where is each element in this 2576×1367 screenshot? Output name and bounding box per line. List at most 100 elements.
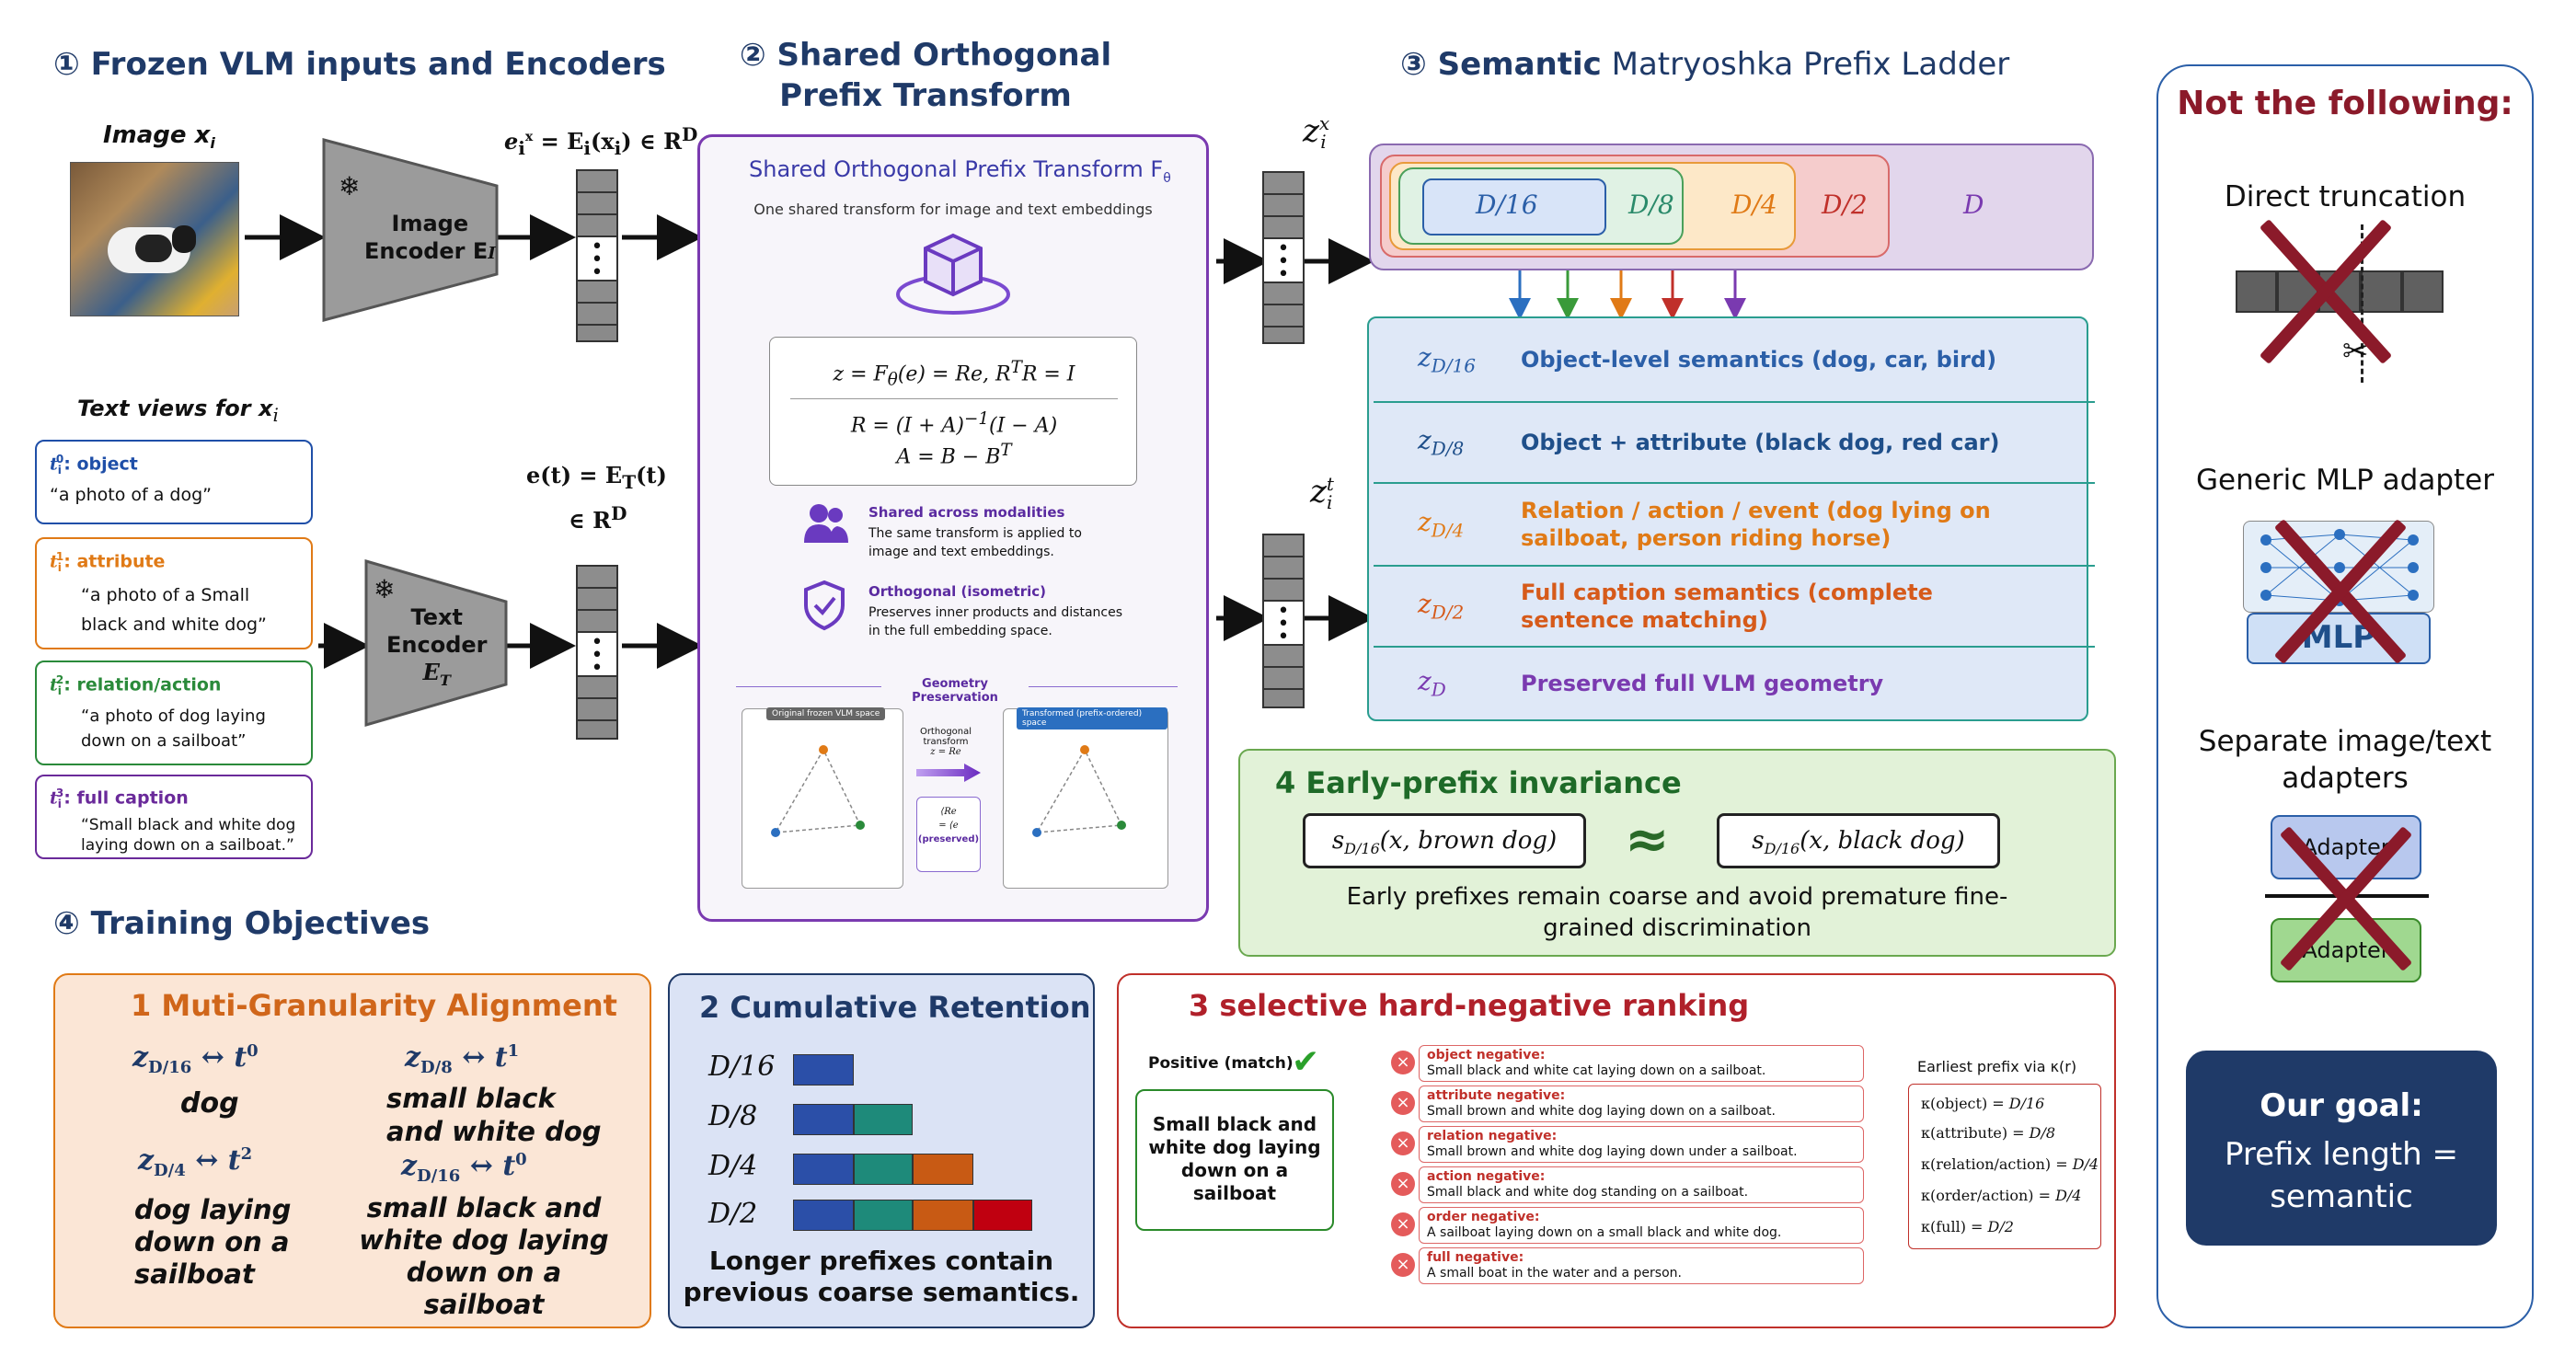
separate-adapters-label: Separate image/text adapters: [2198, 725, 2492, 795]
transformed-space-panel: Transformed (prefix-ordered) space: [1003, 707, 1168, 889]
objective-2-panel: [668, 973, 1095, 1328]
close-icon: ×: [1391, 1051, 1415, 1074]
retention-bar-segment: [973, 1200, 1032, 1231]
invariance-score-2: sD/16(x, black dog): [1717, 813, 2000, 868]
snowflake-icon: ❄: [339, 171, 361, 201]
objective-3-panel: [1117, 973, 2116, 1328]
arrow-right-icon: [916, 764, 981, 782]
nest-label-d16: D/16: [1476, 190, 1538, 220]
invariance-caption: Early prefixes remain coarse and avoid p…: [1346, 883, 2008, 942]
text-view-full-caption: ti3: full caption “Small black and white…: [35, 775, 313, 859]
input-image: [70, 162, 239, 316]
retention-label-d4: D/4: [708, 1150, 758, 1182]
cube-icon: [896, 233, 1010, 315]
retention-label-d16: D/16: [708, 1051, 776, 1083]
preserved-box: ⟨Re = ⟨e (preserved): [916, 797, 981, 872]
approx-symbol: ≈: [1625, 808, 1670, 870]
negative-order: order negative:A sailboat laying down on…: [1419, 1207, 1864, 1244]
text-view-attribute: ti1: attribute “a photo of a Small black…: [35, 537, 313, 649]
orth-title: Orthogonal (isometric): [868, 583, 1047, 600]
zt-label: zti: [1310, 473, 1334, 514]
text-embedding-formula: e(t) = ET(t)∈ RD: [526, 462, 667, 534]
alignment-pair-4: zD/16 ↔ t0: [401, 1150, 527, 1186]
negative-relation: relation negative:Small brown and white …: [1419, 1126, 1864, 1163]
retention-label-d8: D/8: [708, 1100, 758, 1132]
kappa-attribute: κ(attribute) = D/8: [1921, 1124, 2056, 1142]
our-goal-box: [2186, 1051, 2497, 1246]
alignment-text-1: dog: [180, 1087, 239, 1120]
zt-vector: •••: [1262, 534, 1305, 708]
text-view-object: ti0: object “a photo of a dog”: [35, 440, 313, 524]
retention-bar-segment: [913, 1154, 973, 1185]
not-following-panel: [2156, 64, 2534, 1328]
kappa-order: κ(order/action) = D/4: [1921, 1187, 2082, 1204]
direct-truncation-label: Direct truncation: [2224, 180, 2467, 213]
section-1-title: ① Frozen VLM inputs and Encoders: [53, 46, 666, 83]
ladder-table: [1367, 316, 2088, 721]
kappa-box: [1908, 1084, 2101, 1249]
our-goal-title: Our goal:: [2260, 1087, 2423, 1124]
objective-1-title: 1 Muti-Granularity Alignment: [131, 988, 617, 1023]
kappa-object: κ(object) = D/16: [1921, 1095, 2045, 1112]
transform-title: Shared Orthogonal Prefix Transform Fθ: [749, 156, 1171, 186]
nest-label-d8: D/8: [1628, 190, 1674, 220]
shield-check-icon: [804, 580, 845, 631]
nest-D16: [1422, 178, 1606, 235]
retention-bar-segment: [854, 1154, 913, 1185]
nest-label-d2: D/2: [1822, 190, 1868, 220]
geo-title: Geometry Preservation: [881, 677, 1029, 705]
negative-action: action negative:Small black and white do…: [1419, 1166, 1864, 1203]
objective-3-title: 3 selective hard-negative ranking: [1189, 988, 1750, 1023]
kappa-relation: κ(relation/action) = D/4: [1921, 1155, 2099, 1173]
retention-bar-segment: [913, 1200, 973, 1231]
equation-3: A = B − BT: [896, 441, 1012, 469]
objective-1-panel: [53, 973, 651, 1328]
negative-attribute: attribute negative:Small brown and white…: [1419, 1086, 1864, 1122]
alignment-pair-2: zD/8 ↔ t1: [405, 1041, 520, 1077]
text-views-label: Text views for xi: [77, 396, 279, 426]
alignment-pair-1: zD/16 ↔ t0: [132, 1041, 259, 1077]
not-following-title: Not the following:: [2177, 85, 2513, 122]
shared-title: Shared across modalities: [868, 504, 1065, 521]
invariance-score-1: sD/16(x, brown dog): [1303, 813, 1586, 868]
snowflake-icon: ❄: [374, 574, 396, 604]
retention-caption: Longer prefixes contain previous coarse …: [683, 1246, 1080, 1307]
invariance-title: 4 Early-prefix invariance: [1275, 765, 1682, 800]
alignment-text-4: small black and white dog laying down on…: [359, 1192, 609, 1320]
text-embedding-vector: •••: [576, 565, 618, 740]
retention-bar-segment: [793, 1200, 854, 1231]
image-embedding-vector: •••: [576, 169, 618, 342]
negative-object: object negative:Small black and white ca…: [1419, 1045, 1864, 1082]
alignment-text-2: small black and white dog: [386, 1083, 602, 1147]
equation-1: z = Fθ(e) = Re, RTR = I: [833, 358, 1075, 390]
cut-line: [2361, 224, 2363, 383]
objective-2-title: 2 Cumulative Retention: [699, 990, 1091, 1025]
close-icon: ×: [1391, 1132, 1415, 1155]
close-icon: ×: [1391, 1212, 1415, 1236]
close-icon: ×: [1391, 1253, 1415, 1277]
close-icon: ×: [1391, 1172, 1415, 1196]
image-embedding-formula: eix = Ei(xi) ∈ RD: [504, 123, 698, 159]
equation-2: R = (I + A)−1(I − A): [850, 409, 1058, 438]
users-icon: [804, 504, 848, 543]
image-encoder-label: Image Encoder EI: [364, 211, 496, 264]
retention-bar-segment: [854, 1200, 913, 1231]
nest-label-d: D: [1963, 190, 1984, 220]
alignment-text-3: dog laying down on a sailboat: [134, 1194, 292, 1290]
retention-bar-segment: [793, 1054, 854, 1086]
our-goal-text: Prefix length = semantic: [2224, 1136, 2459, 1215]
check-icon: ✔: [1292, 1043, 1320, 1081]
zx-vector: •••: [1262, 171, 1305, 344]
retention-bar-segment: [793, 1154, 854, 1185]
mlp-adapter-label: Generic MLP adapter: [2196, 464, 2494, 497]
orth-text: Preserves inner products and distances i…: [868, 605, 1123, 638]
original-space-panel: Original frozen VLM space: [742, 707, 903, 889]
positive-label: Positive (match): [1148, 1054, 1294, 1073]
text-encoder: [364, 559, 508, 727]
